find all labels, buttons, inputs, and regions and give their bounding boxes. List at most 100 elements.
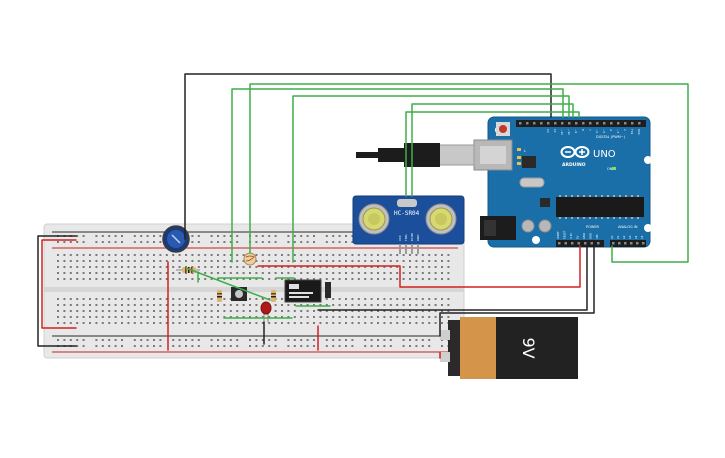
resistor[interactable] <box>217 290 222 302</box>
sensor-crystal <box>397 199 417 207</box>
power-pin-label: VIN <box>595 234 599 239</box>
wire-green-1[interactable] <box>231 88 564 263</box>
digital-pin-label: 8 <box>581 129 585 131</box>
wire-green-trig[interactable] <box>411 103 574 197</box>
analog-header <box>610 240 646 247</box>
digital-pin-row <box>519 122 641 125</box>
usb-port-inner <box>480 146 506 164</box>
battery-label: 9V <box>519 337 538 358</box>
wire-black-rail[interactable] <box>37 235 77 347</box>
led-rx <box>517 162 521 165</box>
analog-pin-label: A0 <box>610 235 614 239</box>
digital-pin-label: TX1 <box>630 128 634 135</box>
digital-pin-label: ~11 <box>560 129 564 135</box>
mount-hole <box>644 156 652 164</box>
digital-pin-label: ~3 <box>616 129 620 133</box>
chip-pins <box>559 195 639 219</box>
sensor-transducer-left-core <box>368 213 380 225</box>
digital-pin-label: 12 <box>553 129 557 133</box>
power-pin-label: 3.3V <box>569 233 573 239</box>
capacitor <box>521 219 535 233</box>
wires <box>37 73 689 359</box>
power-header-label: POWER <box>586 225 600 229</box>
sensor-pin-label: GND <box>416 235 420 241</box>
sensor-pin-label: TRIG <box>404 234 408 242</box>
relay-terminal <box>325 282 331 298</box>
mount-hole <box>532 236 540 244</box>
sensor-pins <box>399 244 419 254</box>
pushbutton-cap[interactable] <box>235 290 243 298</box>
led-on <box>612 167 616 170</box>
breadboard-channel <box>44 287 464 292</box>
usb-cable-hood <box>404 143 440 167</box>
sensor-transducer-right-core <box>435 213 447 225</box>
potentiometer[interactable] <box>162 225 190 253</box>
mount-hole <box>644 224 652 232</box>
photoresistor-body <box>243 252 257 266</box>
analog-pin-label: A5 <box>640 235 644 239</box>
battery-label-band <box>460 317 496 379</box>
wire-red-rail[interactable] <box>41 239 77 329</box>
digital-header <box>516 120 646 127</box>
resistor[interactable] <box>271 290 276 302</box>
digital-pin-label: ~10 <box>567 129 571 135</box>
wire-green-diag[interactable] <box>185 267 271 301</box>
analog-pin-label: A1 <box>616 235 620 239</box>
label-on: ON <box>607 167 613 171</box>
pushbutton[interactable] <box>231 287 247 301</box>
usb-cable-wire <box>356 152 380 158</box>
digital-pin-label: 2 <box>623 129 627 131</box>
atmega-chip <box>556 197 644 217</box>
wire-green-2[interactable] <box>292 95 570 263</box>
relay[interactable] <box>284 279 331 303</box>
led-body <box>260 301 272 315</box>
wire-black-battery[interactable] <box>439 245 595 337</box>
board-model: UNO <box>593 149 616 160</box>
capacitor <box>538 219 552 233</box>
board-brand: ARDUINO <box>562 162 586 168</box>
analog-pin-label: A3 <box>628 235 632 239</box>
battery-terminal <box>440 352 450 362</box>
power-pin-label: GND <box>582 233 586 239</box>
photoresistor[interactable] <box>243 252 257 266</box>
digital-pin-label: ~9 <box>574 129 578 133</box>
wire-green-analog[interactable] <box>249 83 689 263</box>
usb-cable <box>356 143 475 167</box>
sensor-name: HC-SR04 <box>394 210 420 217</box>
analog-pin-label: A4 <box>634 235 638 239</box>
wire-red-5v[interactable] <box>257 245 581 288</box>
power-pin-label: IOREF <box>556 231 560 239</box>
digital-pin-label: ~5 <box>602 129 606 133</box>
digital-pin-label: 7 <box>588 129 592 131</box>
wire-black-gnd[interactable] <box>317 245 588 311</box>
battery-terminal <box>440 330 450 340</box>
digital-header-label: DIGITAL (PWM~) <box>596 135 626 139</box>
power-pin-label: 5V <box>576 235 580 239</box>
usb-cable-neck <box>378 148 406 162</box>
digital-pin-label: 13 <box>546 129 550 133</box>
arduino-logo <box>560 146 590 158</box>
power-pin-label: RESET <box>563 230 567 239</box>
analog-header-label: ANALOG IN <box>618 225 638 229</box>
digital-pin-label: RX0 <box>637 129 641 135</box>
wire-green-echo[interactable] <box>405 111 580 197</box>
usb-plug <box>437 144 475 166</box>
battery-cap <box>448 320 460 376</box>
regulator-chip <box>540 198 550 207</box>
usb-chip <box>522 156 536 168</box>
potentiometer-indicator <box>171 234 181 244</box>
digital-pin-label: ~6 <box>595 129 599 133</box>
sensor-pin-label: ECHO <box>410 232 414 241</box>
power-pin-label: GND <box>589 233 593 239</box>
reset-button-cap <box>499 125 507 133</box>
digital-pin-label: 4 <box>609 129 613 131</box>
crystal <box>519 177 545 188</box>
battery-9v[interactable]: 9V <box>440 317 578 379</box>
